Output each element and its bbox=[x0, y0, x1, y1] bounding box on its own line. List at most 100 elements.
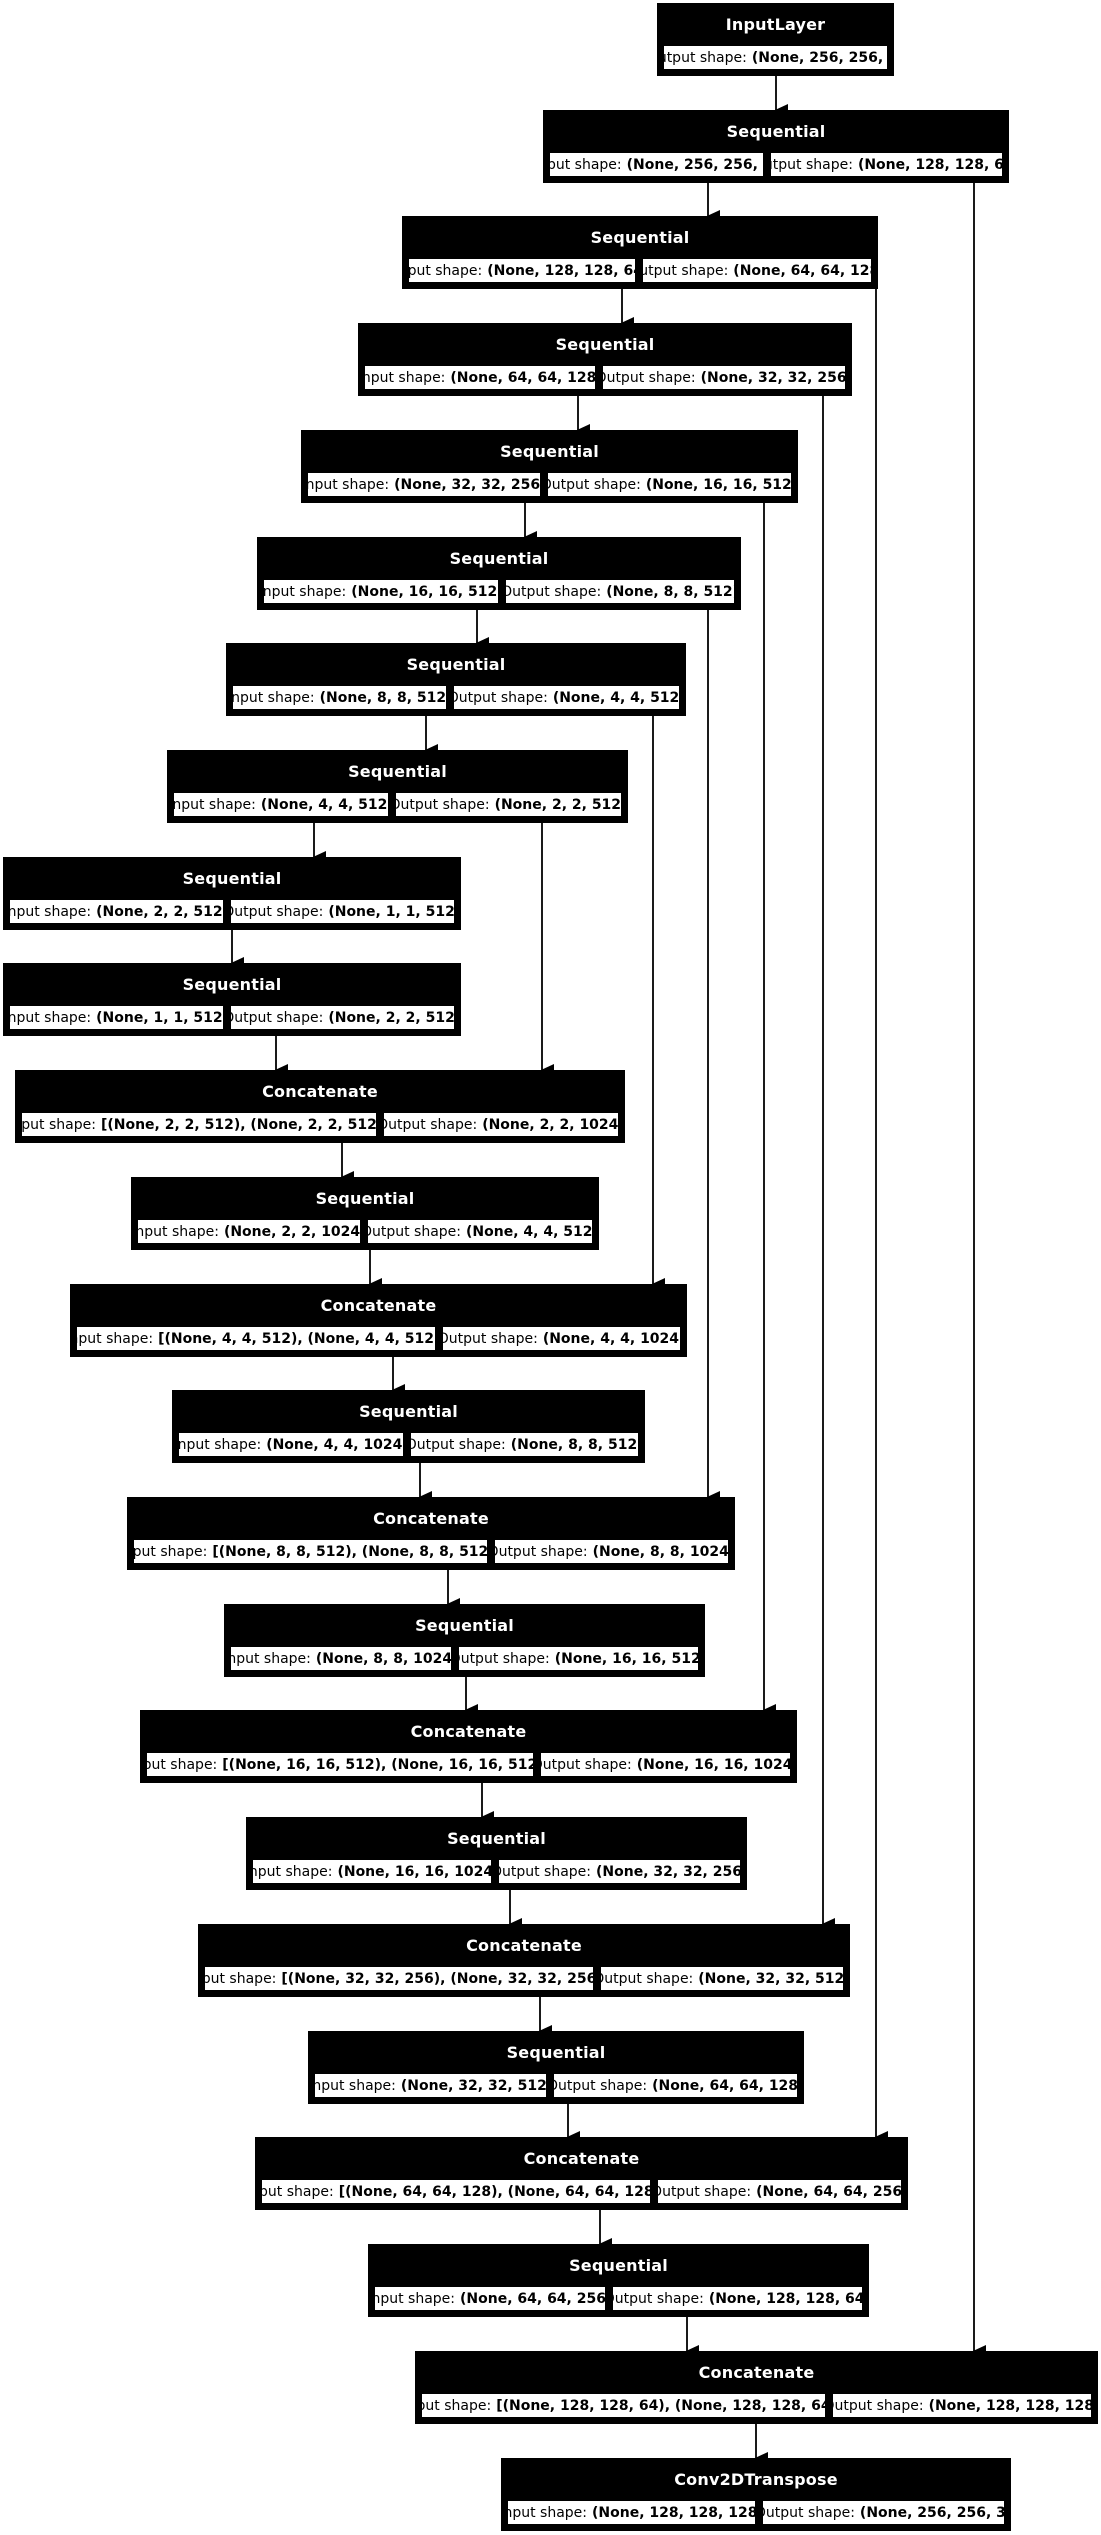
output-shape-label: Output shape: bbox=[761, 2504, 855, 2521]
output-shape-label: Output shape: bbox=[552, 2077, 648, 2094]
input-shape-label: Input shape: bbox=[548, 156, 622, 173]
input-shape-cell: Input shape:(None, 8, 8, 1024) bbox=[229, 1645, 453, 1672]
input-shape-value: (None, 4, 4, 1024) bbox=[266, 1436, 406, 1453]
layer-title: Sequential bbox=[315, 1188, 415, 1208]
input-shape-value: (None, 32, 32, 512) bbox=[400, 2077, 549, 2094]
output-shape-value: (None, 64, 64, 256) bbox=[756, 2183, 903, 2200]
input-shape-value: [(None, 64, 64, 128), (None, 64, 64, 128… bbox=[338, 2183, 653, 2200]
output-shape-label: Output shape: bbox=[409, 1436, 506, 1453]
input-shape-label: Input shape: bbox=[407, 262, 483, 279]
output-shape-label: Output shape: bbox=[381, 1116, 478, 1133]
output-shape-label: Output shape: bbox=[610, 2290, 704, 2307]
layer-node-concatenate: Concatenate Input shape:[(None, 16, 16, … bbox=[140, 1710, 797, 1783]
output-shape-value: (None, 8, 8, 1024) bbox=[592, 1543, 730, 1560]
input-shape-value: (None, 16, 16, 1024) bbox=[337, 1863, 494, 1880]
layer-node-sequential: Sequential Input shape:(None, 2, 2, 512)… bbox=[3, 857, 461, 930]
layer-title: Sequential bbox=[449, 548, 549, 568]
input-shape-value: (None, 16, 16, 512) bbox=[351, 583, 501, 600]
input-shape-label: Input shape: bbox=[422, 2397, 492, 2414]
layer-title: Sequential bbox=[182, 974, 282, 994]
input-shape-value: (None, 64, 64, 128) bbox=[450, 369, 598, 386]
input-shape-label: Input shape: bbox=[8, 903, 92, 920]
input-shape-label: Input shape: bbox=[262, 583, 347, 600]
output-shape-label: Output shape: bbox=[664, 49, 747, 66]
output-shape-cell: Output shape:(None, 32, 32, 256) bbox=[497, 1858, 742, 1885]
layer-node-sequential: Sequential Input shape:(None, 8, 8, 512)… bbox=[226, 643, 686, 716]
output-shape-label: Output shape: bbox=[228, 1009, 324, 1026]
output-shape-cell: Output shape:(None, 128, 128, 64) bbox=[768, 151, 1004, 178]
output-shape-label: Output shape: bbox=[656, 2183, 752, 2200]
output-shape-value: (None, 128, 128, 128) bbox=[928, 2397, 1093, 2414]
layer-title: Sequential bbox=[359, 1401, 458, 1421]
layer-node-sequential: Sequential Input shape:(None, 8, 8, 1024… bbox=[224, 1604, 705, 1677]
input-shape-label: Input shape: bbox=[177, 1436, 262, 1453]
output-shape-label: Output shape: bbox=[497, 1863, 592, 1880]
layer-node-sequential: Sequential Input shape:(None, 64, 64, 25… bbox=[368, 2244, 869, 2317]
layer-title: Concatenate bbox=[698, 2362, 815, 2382]
output-shape-cell: Output shape:(None, 64, 64, 256) bbox=[656, 2178, 903, 2205]
layer-node-sequential: Sequential Input shape:(None, 4, 4, 1024… bbox=[172, 1390, 645, 1463]
output-shape-label: Output shape: bbox=[365, 1223, 461, 1240]
layer-title: Concatenate bbox=[523, 2148, 640, 2168]
layer-node-sequential: Sequential Input shape:(None, 128, 128, … bbox=[402, 216, 878, 289]
output-shape-cell: Output shape:(None, 8, 8, 512) bbox=[409, 1431, 640, 1458]
output-shape-value: (None, 128, 128, 64) bbox=[708, 2290, 864, 2307]
output-shape-label: Output shape: bbox=[456, 1650, 550, 1667]
layer-node-concatenate: Concatenate Input shape:[(None, 32, 32, … bbox=[198, 1924, 850, 1997]
output-shape-cell: Output shape:(None, 256, 256, 3) bbox=[662, 44, 889, 71]
output-shape-value: (None, 32, 32, 256) bbox=[596, 1863, 742, 1880]
layer-title: Concatenate bbox=[262, 1081, 378, 1101]
layer-node-sequential: Sequential Input shape:(None, 32, 32, 51… bbox=[308, 2031, 804, 2104]
input-shape-cell: Input shape:[(None, 32, 32, 256), (None,… bbox=[203, 1965, 595, 1992]
input-shape-cell: Input shape:(None, 4, 4, 1024) bbox=[177, 1431, 406, 1458]
output-shape-value: (None, 8, 8, 512) bbox=[510, 1436, 640, 1453]
input-shape-label: Input shape: bbox=[172, 796, 256, 813]
output-shape-label: Output shape: bbox=[538, 1756, 632, 1773]
output-shape-cell: Output shape:(None, 8, 8, 1024) bbox=[492, 1538, 730, 1565]
output-shape-value: (None, 4, 4, 512) bbox=[552, 689, 681, 706]
output-shape-value: (None, 8, 8, 512) bbox=[606, 583, 736, 600]
input-shape-label: Input shape: bbox=[147, 1756, 218, 1773]
output-shape-cell: Output shape:(None, 128, 128, 128) bbox=[830, 2392, 1093, 2419]
layer-node-sequential: Sequential Input shape:(None, 32, 32, 25… bbox=[301, 430, 798, 503]
output-shape-label: Output shape: bbox=[598, 1970, 694, 1987]
output-shape-cell: Output shape:(None, 2, 2, 512) bbox=[393, 791, 623, 818]
output-shape-label: Output shape: bbox=[771, 156, 853, 173]
output-shape-label: Output shape: bbox=[504, 583, 602, 600]
input-shape-value: (None, 32, 32, 256) bbox=[394, 476, 542, 493]
output-shape-cell: Output shape:(None, 2, 2, 512) bbox=[228, 1004, 456, 1031]
input-shape-cell: Input shape:[(None, 128, 128, 64), (None… bbox=[420, 2392, 827, 2419]
input-shape-cell: Input shape:(None, 32, 32, 256) bbox=[306, 471, 542, 498]
output-shape-label: Output shape: bbox=[393, 796, 490, 813]
layer-title: Sequential bbox=[569, 2255, 668, 2275]
output-shape-label: Output shape: bbox=[601, 369, 696, 386]
input-shape-value: (None, 64, 64, 256) bbox=[460, 2290, 607, 2307]
input-shape-value: [(None, 16, 16, 512), (None, 16, 16, 512… bbox=[222, 1756, 535, 1773]
layer-title: Sequential bbox=[406, 654, 506, 674]
input-shape-value: [(None, 4, 4, 512), (None, 4, 4, 512)] bbox=[158, 1330, 438, 1347]
input-shape-label: Input shape: bbox=[77, 1330, 154, 1347]
input-shape-cell: Input shape:[(None, 64, 64, 128), (None,… bbox=[260, 2178, 653, 2205]
input-shape-value: (None, 1, 1, 512) bbox=[96, 1009, 225, 1026]
layer-title: Sequential bbox=[348, 761, 447, 781]
input-shape-cell: Input shape:[(None, 16, 16, 512), (None,… bbox=[145, 1751, 535, 1778]
output-shape-cell: Output shape:(None, 4, 4, 512) bbox=[452, 684, 681, 711]
output-shape-label: Output shape: bbox=[492, 1543, 588, 1560]
input-shape-cell: Input shape:(None, 8, 8, 512) bbox=[231, 684, 449, 711]
layer-title: Sequential bbox=[506, 2042, 606, 2062]
output-shape-value: (None, 256, 256, 3) bbox=[859, 2504, 1006, 2521]
input-shape-label: Input shape: bbox=[8, 1009, 92, 1026]
output-shape-cell: Output shape:(None, 4, 4, 1024) bbox=[441, 1325, 682, 1352]
input-shape-cell: Input shape:(None, 16, 16, 512) bbox=[262, 578, 501, 605]
output-shape-cell: Output shape:(None, 1, 1, 512) bbox=[228, 898, 456, 925]
layer-title: Concatenate bbox=[320, 1295, 437, 1315]
layer-node-concatenate: Concatenate Input shape:[(None, 4, 4, 51… bbox=[70, 1284, 687, 1357]
output-shape-cell: Output shape:(None, 64, 64, 128) bbox=[552, 2072, 799, 2099]
input-shape-cell: Input shape:(None, 1, 1, 512) bbox=[8, 1004, 225, 1031]
layer-node-sequential: Sequential Input shape:(None, 64, 64, 12… bbox=[358, 323, 852, 396]
output-shape-value: (None, 16, 16, 512) bbox=[645, 476, 793, 493]
layer-node-sequential: Sequential Input shape:(None, 16, 16, 51… bbox=[257, 537, 741, 610]
output-shape-value: (None, 4, 4, 1024) bbox=[542, 1330, 682, 1347]
input-shape-label: Input shape: bbox=[136, 1223, 219, 1240]
output-shape-label: Output shape: bbox=[441, 1330, 538, 1347]
